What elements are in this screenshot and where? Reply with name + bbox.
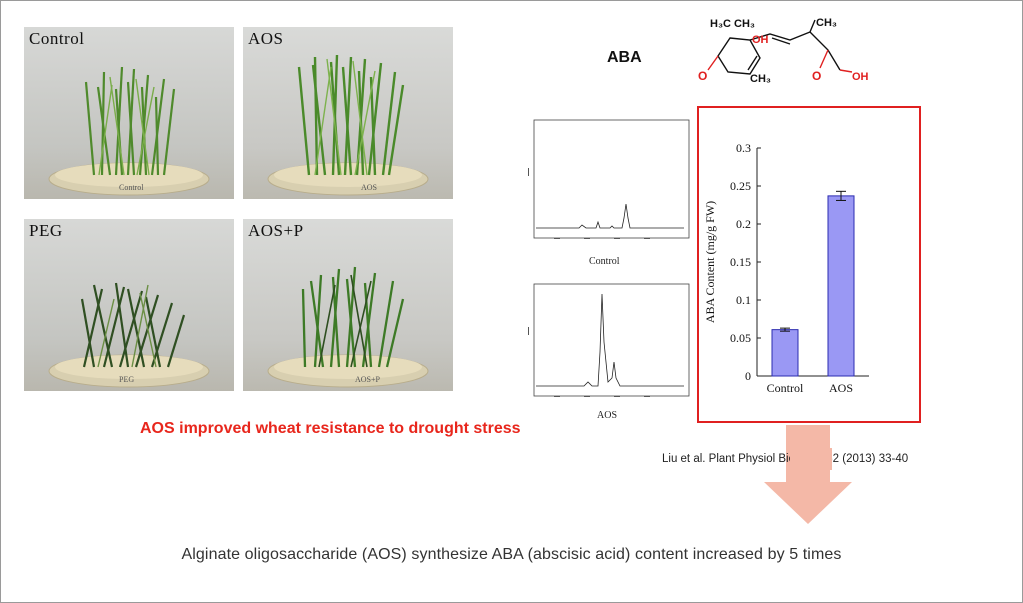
summary-text: Alginate oligosaccharide (AOS) synthesiz… [181,546,842,563]
y-tick-label: 0 [745,369,751,383]
y-tick-label: 0.05 [730,331,751,345]
y-axis-label: ABA Content (mg/g FW) [703,201,717,323]
bar [771,329,799,377]
atom-o-acid: O [812,69,821,83]
atom-oh: OH [752,34,769,46]
hplc-caption-aos: AOS [597,410,618,421]
down-arrow-icon [764,425,852,524]
y-tick-label: 0.2 [736,217,751,231]
photo-label-control: Control [29,29,85,48]
photo-aos-p: AOS+P AOS+P [243,219,453,391]
photo-label-aos-p: AOS+P [248,221,304,240]
atom-ch3-ring: CH₃ [750,73,771,85]
hplc-caption-control: Control [589,256,620,267]
atom-oh-acid: OH [852,71,869,83]
wheat-photo-aos: AOS [243,27,453,199]
plate-text-aos-p: AOS+P [355,375,381,384]
arrow-overlap [790,448,832,470]
photo-aos: AOS AOS [243,27,453,199]
hplc-aos [528,283,690,397]
ketone-bond [707,55,719,71]
photo-label-aos: AOS [248,29,284,48]
plate-text-peg: PEG [119,375,134,384]
wheat-photo-peg: PEG [24,219,234,391]
citation: Liu et al. Plant Physiol Biochem 62 (201… [662,453,909,465]
y-tick-label: 0.1 [736,293,751,307]
photo-label-peg: PEG [29,221,63,240]
photo-control: Control Control [24,27,234,199]
control-trace [536,203,684,229]
x-tick-label: Control [767,381,804,395]
y-tick-label: 0.25 [730,179,751,193]
atom-o-ketone: O [698,69,707,83]
bar [827,195,855,377]
atom-h3c-ch3: H₃C CH₃ [710,18,755,30]
plate-text-control: Control [119,183,144,192]
structure-label: ABA [607,49,642,66]
red-caption: AOS improved wheat resistance to drought… [140,420,521,437]
plate-text-aos: AOS [361,183,377,192]
wheat-photo-control: Control [24,27,234,199]
x-tick-label: AOS [829,381,853,395]
atom-ch3-top: CH₃ [816,17,837,29]
wheat-photo-aos-p: AOS+P [243,219,453,391]
hplc-control [528,119,690,239]
photo-peg: PEG PEG [24,219,234,391]
aos-trace [536,293,684,387]
aba-structure: H₃C CH₃ CH₃ OH CH₃ O O OH [698,17,869,85]
y-tick-label: 0.3 [736,141,751,155]
acid-bonds [819,49,853,73]
y-tick-label: 0.15 [730,255,751,269]
